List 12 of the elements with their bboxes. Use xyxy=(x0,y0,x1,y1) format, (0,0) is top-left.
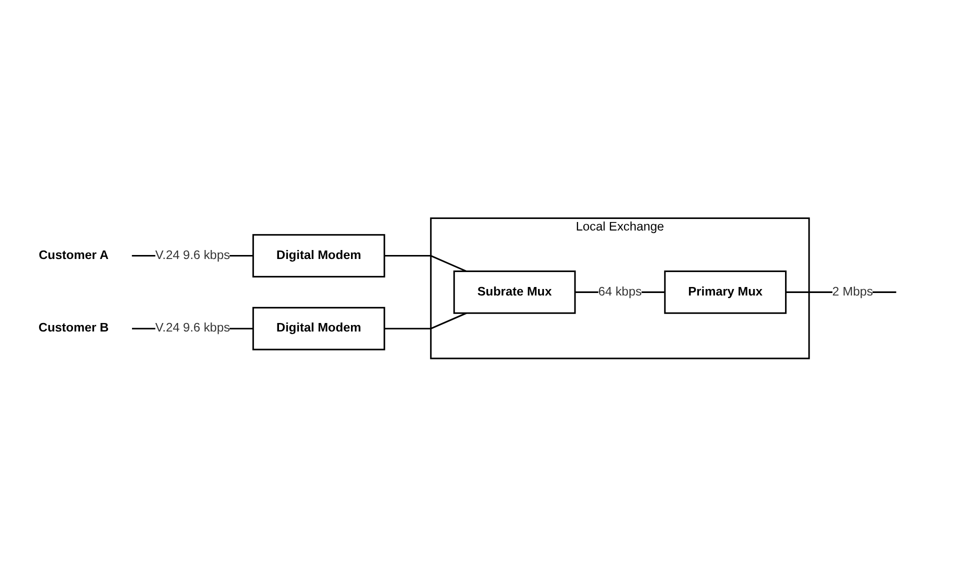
node-box: Primary Mux xyxy=(664,270,787,314)
edge-label: V.24 9.6 kbps xyxy=(155,321,230,334)
node-box: Subrate Mux xyxy=(453,270,576,314)
edge-label: 64 kbps xyxy=(598,284,642,298)
node-box: Digital Modem xyxy=(252,306,386,350)
node-text: Customer A xyxy=(38,248,109,262)
connector xyxy=(384,312,467,330)
node-text: Customer B xyxy=(38,321,109,334)
edge-label: 2 Mbps xyxy=(832,284,873,298)
edge-label: V.24 9.6 kbps xyxy=(155,248,230,262)
connector xyxy=(384,254,467,272)
node-box: Digital Modem xyxy=(252,234,386,278)
